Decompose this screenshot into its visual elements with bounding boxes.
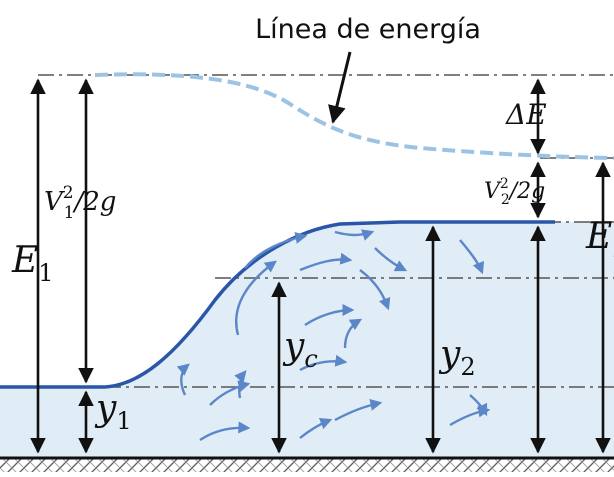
flow-arrow bbox=[334, 229, 375, 241]
flow-arrows bbox=[176, 229, 491, 441]
flow-arrow bbox=[234, 370, 247, 399]
flow-arrow bbox=[199, 421, 251, 441]
flow-arrow bbox=[304, 304, 355, 326]
flow-arrow bbox=[334, 399, 383, 422]
energy-line bbox=[94, 72, 614, 160]
water-surface-line bbox=[0, 220, 555, 389]
flow-arrow bbox=[299, 417, 333, 439]
channel-bed bbox=[0, 458, 614, 472]
label-y2: y2 bbox=[438, 334, 476, 381]
flow-arrow bbox=[469, 394, 488, 417]
label-delta-e: ΔE bbox=[505, 98, 547, 131]
flow-arrow bbox=[343, 318, 363, 349]
title-pointer-arrow bbox=[328, 51, 352, 124]
flow-arrow bbox=[299, 252, 353, 272]
label-e1: E1 bbox=[11, 240, 54, 287]
flow-arrow bbox=[235, 260, 277, 336]
flow-arrow bbox=[299, 354, 348, 372]
water-body bbox=[0, 222, 614, 458]
flow-arrow bbox=[176, 363, 190, 396]
flow-arrow bbox=[359, 269, 391, 311]
flow-arrow bbox=[244, 232, 308, 269]
label-yc: yc bbox=[282, 326, 318, 373]
flow-arrow bbox=[374, 247, 408, 272]
flow-arrow bbox=[459, 239, 485, 275]
energy-line-title: Línea de energía bbox=[255, 14, 481, 45]
label-e2: E2 bbox=[585, 216, 614, 263]
flow-arrow bbox=[209, 380, 251, 406]
label-y1: y1 bbox=[94, 388, 132, 435]
